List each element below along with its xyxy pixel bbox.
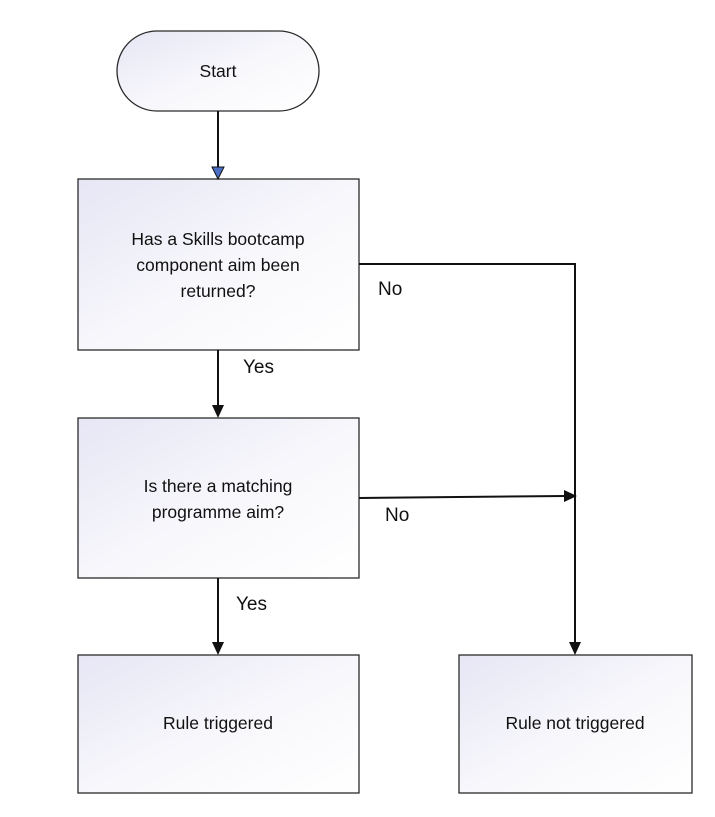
edge-decision-2-yes: Yes	[212, 578, 267, 655]
edge-label-q2-no: No	[385, 505, 409, 526]
result-box-rule-not-triggered: Rule not triggered	[458, 654, 693, 794]
edge-decision-1-no: No	[359, 263, 581, 655]
edge-label-q1-no: No	[378, 279, 402, 300]
result-box-rule-triggered: Rule triggered	[77, 654, 360, 794]
decision-box-matching-programme: Is there a matching programme aim?	[77, 417, 360, 579]
result-not-triggered-label: Rule not triggered	[505, 713, 644, 733]
decision-box-skills-bootcamp: Has a Skills bootcamp component aim been…	[77, 178, 360, 351]
edge-label-q2-yes: Yes	[236, 594, 267, 615]
arrowhead-q2-no	[564, 490, 577, 502]
arrowhead-q2-yes	[212, 642, 224, 655]
decision-1-line-2: component aim been	[136, 255, 299, 275]
start-label: Start	[200, 61, 237, 81]
result-triggered-label: Rule triggered	[163, 713, 273, 733]
edge-start-to-decision-1	[211, 111, 225, 181]
arrowhead-start	[211, 166, 225, 181]
edge-decision-2-no: No	[358, 490, 577, 526]
edge-decision-1-yes: Yes	[212, 350, 274, 418]
start-node: Start	[116, 30, 320, 112]
decision-2-line-2: programme aim?	[152, 502, 285, 522]
arrowhead-q1-yes	[212, 405, 224, 418]
edge-label-q1-yes: Yes	[243, 357, 274, 378]
arrowhead-q1-no	[569, 642, 581, 655]
decision-1-line-1: Has a Skills bootcamp	[131, 229, 304, 249]
decision-2-line-1: Is there a matching	[144, 476, 293, 496]
decision-1-line-3: returned?	[181, 281, 256, 301]
